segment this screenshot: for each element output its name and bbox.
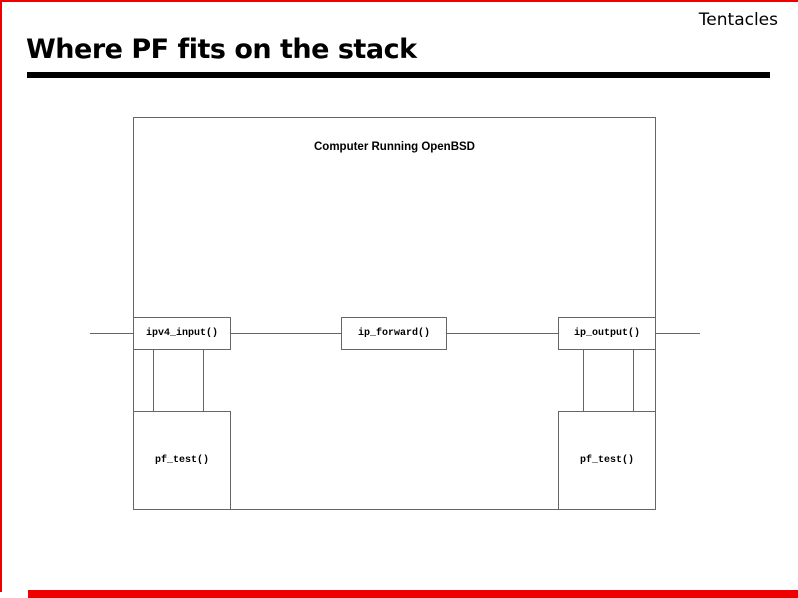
- computer-container-label: Computer Running OpenBSD: [314, 141, 475, 153]
- connector-ipv4-input-pf-test-left-1: [153, 350, 154, 411]
- branding-text: Tentacles: [698, 10, 778, 30]
- frame-top-red-rule: [0, 0, 798, 2]
- node-pf-test-left: pf_test(): [133, 411, 231, 510]
- title-underline-rule: [27, 72, 770, 78]
- frame-left-red-rule: [0, 0, 2, 592]
- connector-ip-output-pf-test-right-2: [633, 350, 634, 411]
- connector-ipv4-input-pf-test-left-2: [203, 350, 204, 411]
- node-pf-test-right: pf_test(): [558, 411, 656, 510]
- page-title: Where PF fits on the stack: [26, 34, 417, 65]
- computer-container-box: [133, 117, 656, 510]
- node-ip-output: ip_output(): [558, 317, 656, 350]
- connector-ip-output-pf-test-right-1: [583, 350, 584, 411]
- node-ip-forward: ip_forward(): [341, 317, 447, 350]
- node-ipv4-input: ipv4_input(): [133, 317, 231, 350]
- frame-bottom-red-rule: [28, 590, 798, 598]
